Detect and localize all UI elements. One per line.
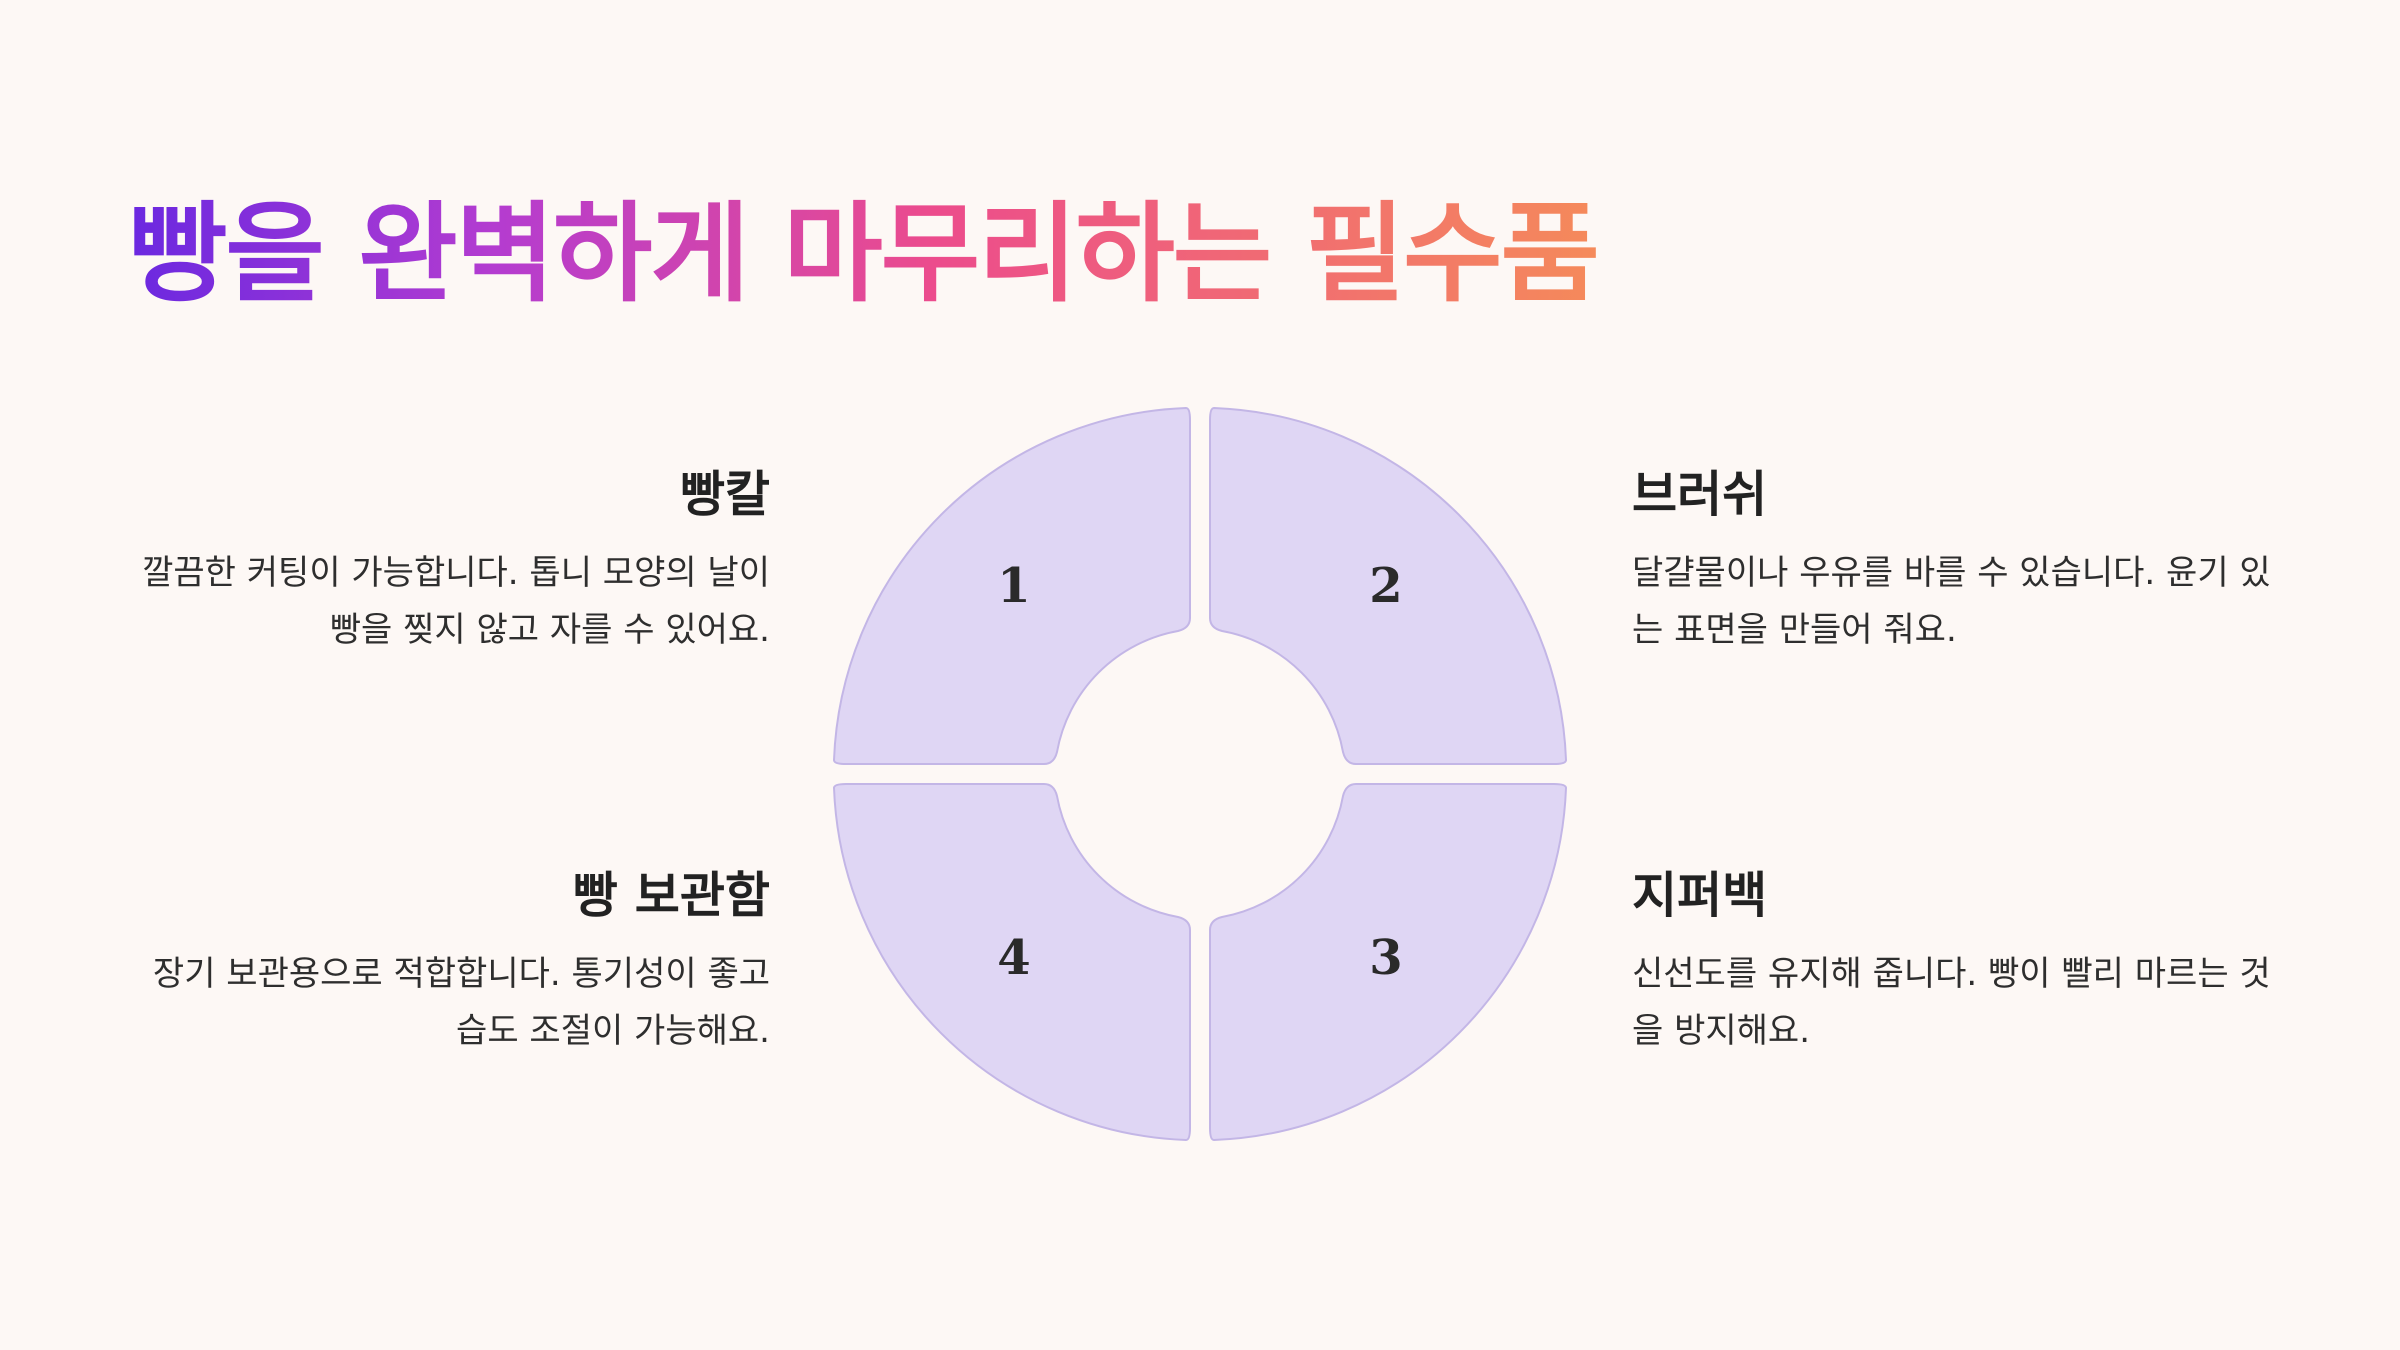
item-heading: 지퍼백 [1632,867,1768,924]
item-bread-knife: 빵칼 깔끔한 커팅이 가능합니다. 톱니 모양의 날이 빵을 찢지 않고 자를 … [130,465,770,659]
item-heading: 빵칼 [679,466,770,523]
segment-number-4: 4 [997,930,1030,986]
cycle-diagram-svg: 1 2 3 4 [832,406,1568,1142]
item-description: 깔끔한 커팅이 가능합니다. 톱니 모양의 날이 빵을 찢지 않고 자를 수 있… [142,553,770,650]
segment-number-1: 1 [997,558,1030,614]
segment-number-2: 2 [1369,558,1402,614]
segment-number-3: 3 [1369,930,1402,986]
item-description: 달걀물이나 우유를 바를 수 있습니다. 윤기 있는 표면을 만들어 줘요. [1632,553,2271,650]
segment-2 [1209,406,1568,765]
item-description: 신선도를 유지해 줍니다. 빵이 빨리 마르는 것을 방지해요. [1632,954,2271,1051]
page-title: 빵을 완벽하게 마무리하는 필수품 [128,190,1600,320]
item-heading: 브러쉬 [1632,466,1768,523]
segment-4 [832,783,1191,1142]
item-bread-box: 빵 보관함 장기 보관용으로 적합합니다. 통기성이 좋고 습도 조절이 가능해… [130,866,770,1060]
item-brush: 브러쉬 달걀물이나 우유를 바를 수 있습니다. 윤기 있는 표면을 만들어 줘… [1632,465,2272,659]
segment-1 [832,406,1191,765]
cycle-diagram: 1 2 3 4 [820,394,1580,1154]
item-description: 장기 보관용으로 적합합니다. 통기성이 좋고 습도 조절이 가능해요. [152,954,770,1051]
item-heading: 빵 보관함 [572,867,770,924]
segment-3 [1209,783,1568,1142]
item-zipper-bag: 지퍼백 신선도를 유지해 줍니다. 빵이 빨리 마르는 것을 방지해요. [1632,866,2272,1060]
